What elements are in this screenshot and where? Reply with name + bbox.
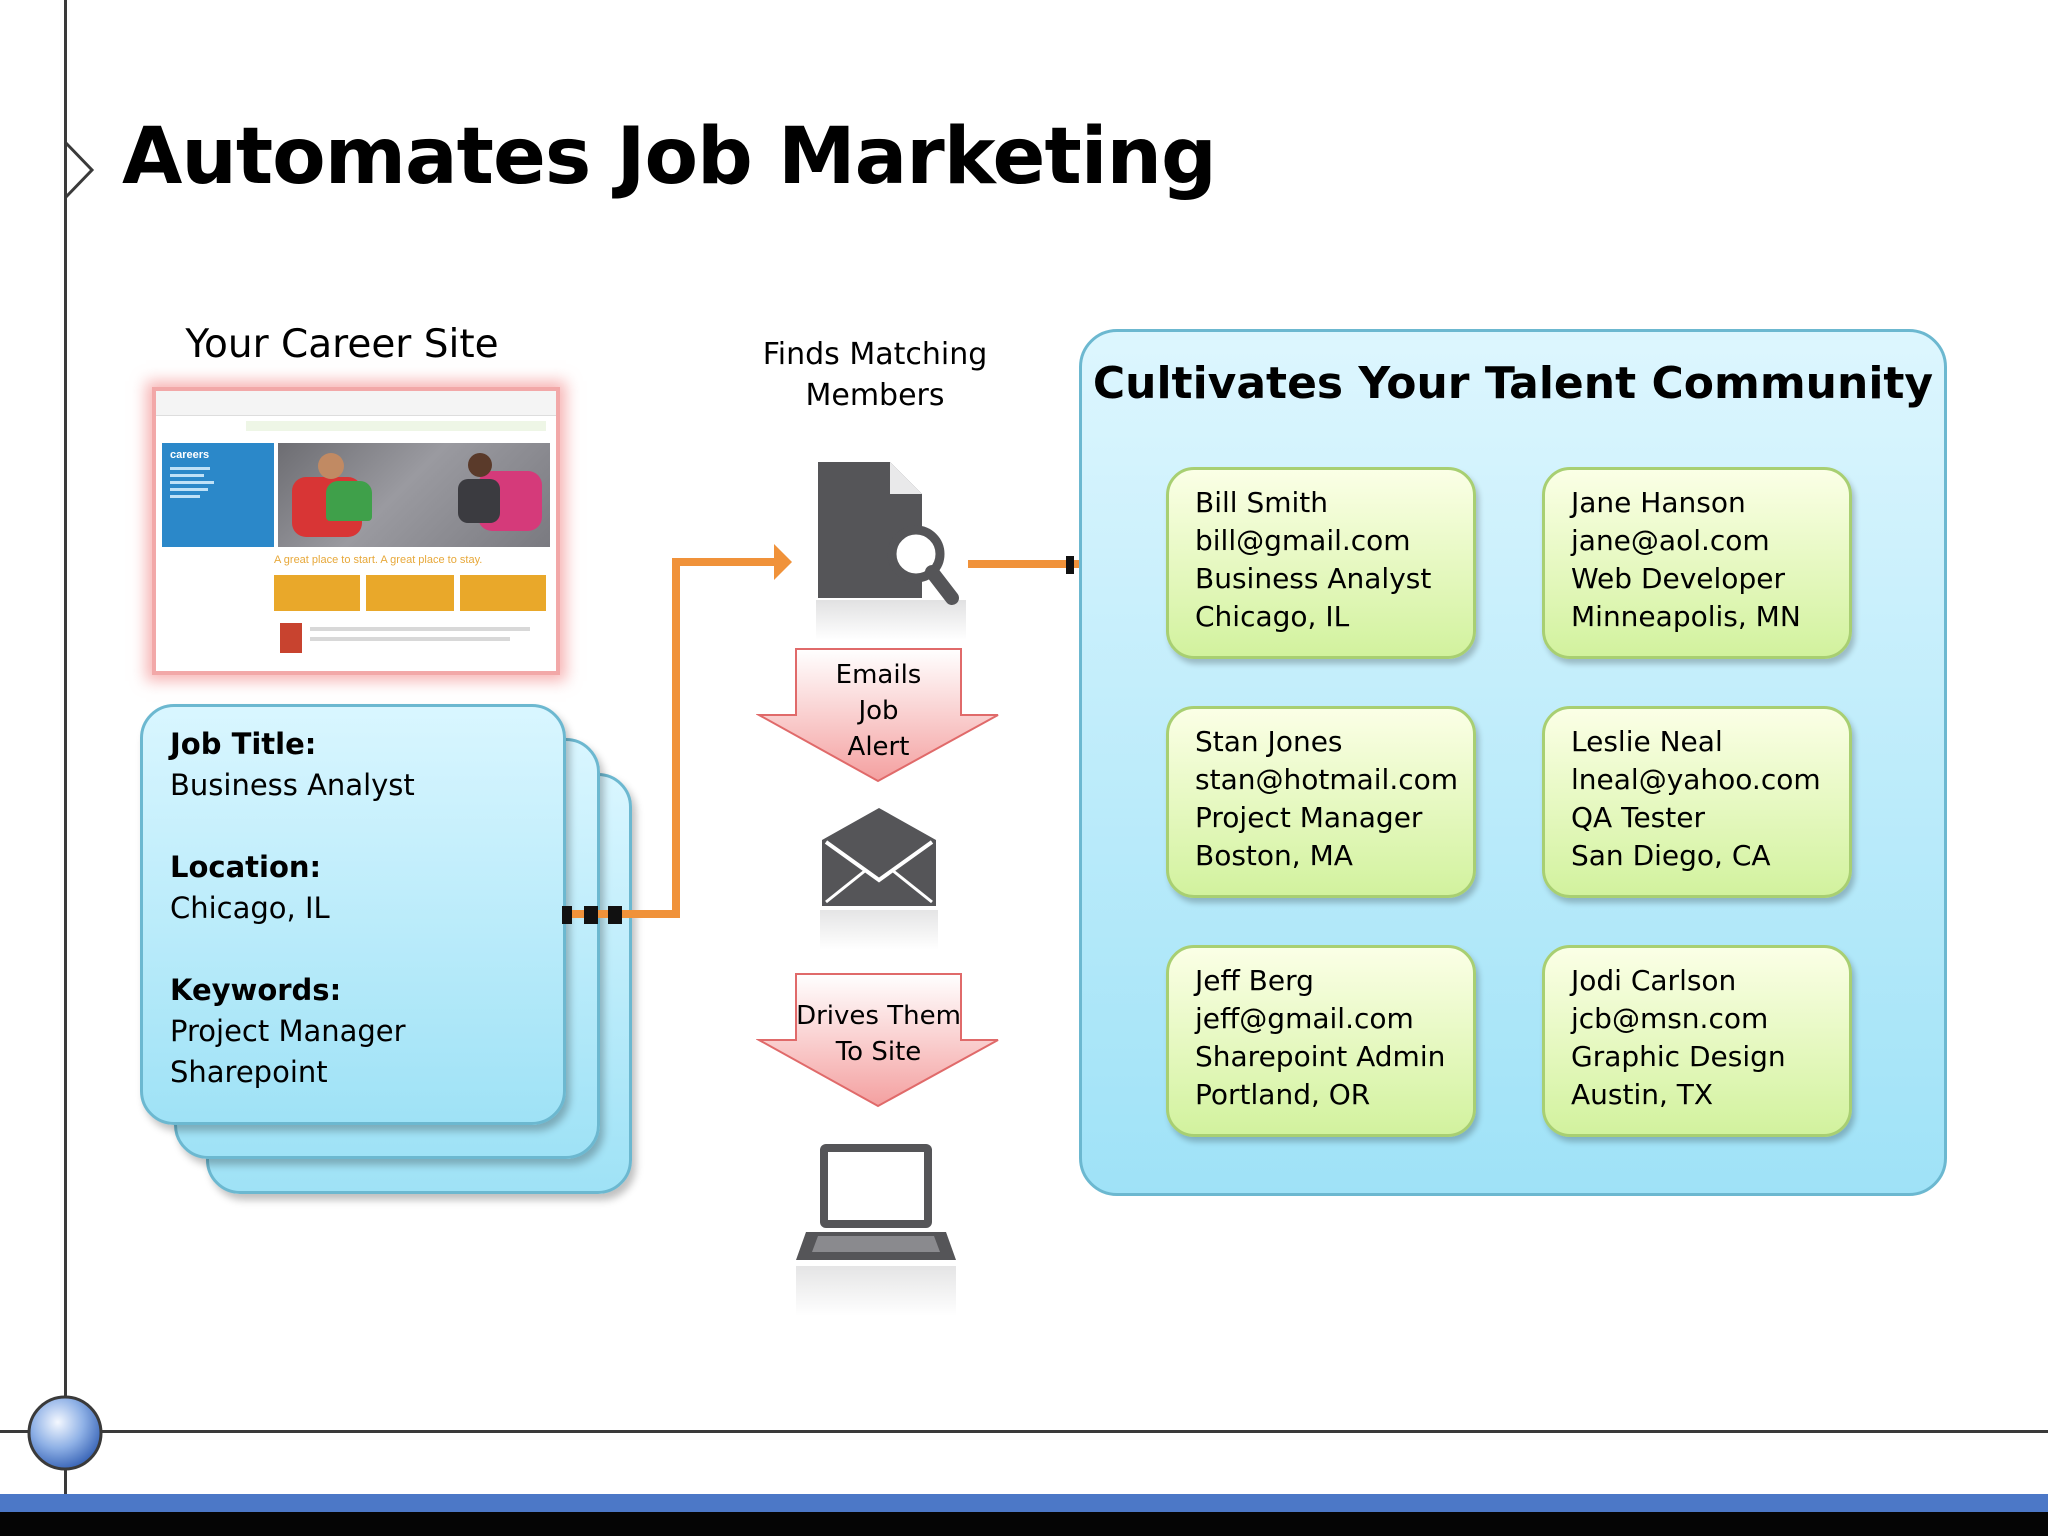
document-search-icon bbox=[818, 462, 959, 605]
screenshot-tile-1 bbox=[274, 575, 360, 611]
keywords-label: Keywords: bbox=[170, 973, 342, 1007]
screenshot-tagline: A great place to start. A great place to… bbox=[274, 554, 483, 566]
member-email: jcb@msn.com bbox=[1571, 1002, 1769, 1035]
career-site-caption: Your Career Site bbox=[185, 322, 499, 367]
job-title-label: Job Title: bbox=[170, 727, 317, 761]
member-email: lneal@yahoo.com bbox=[1571, 763, 1821, 796]
screenshot-footer-text bbox=[310, 627, 530, 631]
member-card: Jeff Berg jeff@gmail.com Sharepoint Admi… bbox=[1166, 945, 1476, 1137]
member-role: QA Tester bbox=[1571, 801, 1705, 834]
job-card bbox=[140, 704, 566, 1125]
frame-chevron-icon bbox=[63, 140, 95, 200]
job-to-match-connector bbox=[562, 544, 792, 924]
frame-vertical-line bbox=[64, 0, 67, 1494]
member-email: stan@hotmail.com bbox=[1195, 763, 1459, 796]
career-site-screenshot: careers A great place to start. A great … bbox=[152, 387, 560, 675]
member-card: Leslie Neal lneal@yahoo.com QA Tester Sa… bbox=[1542, 706, 1852, 898]
member-name: Jane Hanson bbox=[1571, 486, 1746, 519]
member-location: Austin, TX bbox=[1571, 1078, 1714, 1111]
member-role: Business Analyst bbox=[1195, 562, 1432, 595]
member-email: jeff@gmail.com bbox=[1195, 1002, 1414, 1035]
emails-line-1: Emails bbox=[835, 660, 922, 690]
member-card: Stan Jones stan@hotmail.com Project Mana… bbox=[1166, 706, 1476, 898]
member-name: Jeff Berg bbox=[1195, 964, 1314, 997]
member-email: jane@aol.com bbox=[1571, 524, 1770, 557]
screenshot-tile-2 bbox=[366, 575, 454, 611]
drives-line-2: To Site bbox=[835, 1037, 922, 1067]
member-location: Boston, MA bbox=[1195, 839, 1353, 872]
member-role: Web Developer bbox=[1571, 562, 1785, 595]
keyword-value-1: Project Manager bbox=[170, 1014, 406, 1048]
screenshot-sidebar: careers bbox=[162, 443, 274, 547]
drives-line-1: Drives Them bbox=[796, 1001, 961, 1031]
laptop-icon bbox=[796, 1144, 956, 1260]
member-location: San Diego, CA bbox=[1571, 839, 1771, 872]
emails-job-alert-arrow: Emails Job Alert bbox=[756, 647, 1001, 785]
location-label: Location: bbox=[170, 850, 322, 884]
member-role: Project Manager bbox=[1195, 801, 1423, 834]
envelope-reflection bbox=[820, 910, 938, 950]
member-name: Bill Smith bbox=[1195, 486, 1328, 519]
job-card-details: Job Title: Business Analyst Location: Ch… bbox=[170, 724, 415, 1093]
member-location: Chicago, IL bbox=[1195, 600, 1350, 633]
drives-to-site-arrow: Drives Them To Site bbox=[756, 972, 1001, 1110]
frame-horizontal-line bbox=[0, 1430, 2048, 1433]
location-value: Chicago, IL bbox=[170, 891, 330, 925]
member-card: Jane Hanson jane@aol.com Web Developer M… bbox=[1542, 467, 1852, 659]
member-email: bill@gmail.com bbox=[1195, 524, 1411, 557]
talent-community-title: Cultivates Your Talent Community bbox=[1092, 358, 1934, 409]
member-card: Bill Smith bill@gmail.com Business Analy… bbox=[1166, 467, 1476, 659]
emails-line-2: Job bbox=[858, 696, 899, 726]
footer-black-bar bbox=[0, 1512, 2048, 1536]
member-name: Stan Jones bbox=[1195, 725, 1343, 758]
talent-community-panel: Cultivates Your Talent Community Bill Sm… bbox=[1079, 329, 1947, 1196]
screenshot-photo bbox=[278, 443, 550, 547]
finds-matching-caption: Finds Matching Members bbox=[740, 334, 1010, 416]
member-name: Leslie Neal bbox=[1571, 725, 1723, 758]
emails-line-3: Alert bbox=[847, 732, 910, 762]
screenshot-sidebar-heading: careers bbox=[170, 449, 210, 461]
member-name: Jodi Carlson bbox=[1571, 964, 1737, 997]
slide-title: Automates Job Marketing bbox=[122, 112, 1217, 202]
member-card: Jodi Carlson jcb@msn.com Graphic Design … bbox=[1542, 945, 1852, 1137]
frame-circle-icon bbox=[27, 1395, 103, 1471]
member-role: Sharepoint Admin bbox=[1195, 1040, 1446, 1073]
member-location: Minneapolis, MN bbox=[1571, 600, 1801, 633]
finds-caption-line-1: Finds Matching bbox=[762, 337, 988, 372]
document-search-reflection bbox=[816, 600, 966, 640]
member-location: Portland, OR bbox=[1195, 1078, 1371, 1111]
screenshot-subnav bbox=[246, 421, 546, 431]
laptop-reflection bbox=[796, 1266, 956, 1316]
screenshot-tile-3 bbox=[460, 575, 546, 611]
job-title-value: Business Analyst bbox=[170, 768, 415, 802]
keyword-value-2: Sharepoint bbox=[170, 1055, 328, 1089]
footer-blue-bar bbox=[0, 1494, 2048, 1512]
finds-caption-line-2: Members bbox=[805, 378, 945, 413]
screenshot-top-nav bbox=[156, 391, 556, 416]
member-role: Graphic Design bbox=[1571, 1040, 1786, 1073]
envelope-icon bbox=[822, 808, 936, 906]
screenshot-magazine bbox=[280, 623, 302, 653]
